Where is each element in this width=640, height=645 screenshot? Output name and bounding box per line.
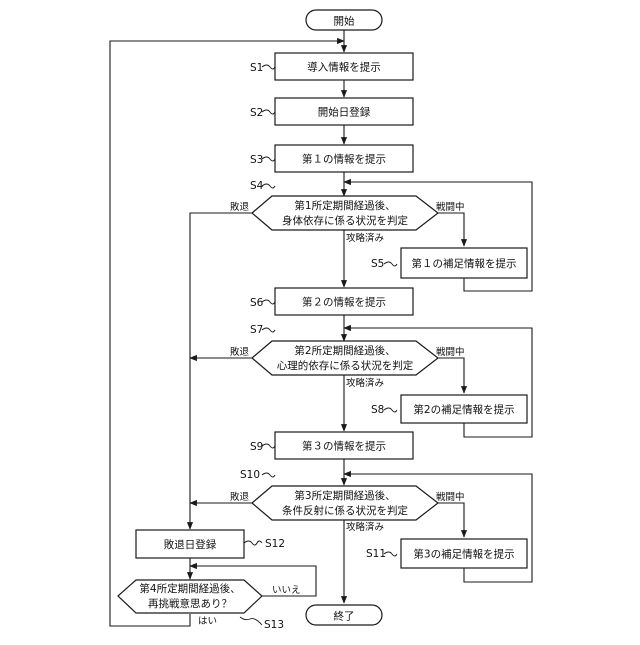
step-s12: 敗退日登録 S12 — [136, 530, 285, 558]
s1-text: 導入情報を提示 — [307, 61, 381, 74]
s7-in-battle-label: 戦闘中 — [436, 346, 465, 358]
s12-leader — [244, 541, 262, 545]
s3-leader — [262, 157, 275, 161]
connector-s7-s8 — [438, 358, 464, 393]
s7-text-line2: 心理的依存に係る状況を判定 — [277, 359, 414, 372]
s6-leader — [262, 300, 275, 304]
s10-captured-label: 攻略済み — [346, 521, 384, 533]
s13-label: S13 — [264, 619, 284, 631]
s4-label: S4 — [250, 180, 264, 192]
end-label: 終了 — [334, 610, 355, 623]
s12-text: 敗退日登録 — [164, 538, 217, 551]
s8-leader — [384, 408, 397, 412]
s7-label: S7 — [250, 324, 263, 336]
end-terminal: 終了 — [306, 605, 382, 625]
s4-text-line2: 身体依存に係る状況を判定 — [282, 214, 408, 227]
step-s1: 導入情報を提示 S1 — [250, 53, 413, 80]
step-s5: 第１の補足情報を提示 S5 — [371, 248, 527, 278]
s4-leader — [262, 184, 275, 188]
s2-label: S2 — [250, 107, 263, 119]
step-s6: 第２の情報を提示 S6 — [250, 288, 413, 315]
s9-text: 第３の情報を提示 — [302, 440, 386, 453]
step-s11: 第3の補足情報を提示 S11 — [366, 539, 527, 568]
s7-text-line1: 第2所定期間経過後、 — [294, 344, 395, 357]
s5-leader — [384, 262, 397, 266]
step-s8: 第2の補足情報を提示 S8 — [371, 395, 527, 423]
start-terminal: 開始 — [306, 10, 382, 30]
step-s3: 第１の情報を提示 S3 — [250, 145, 413, 172]
s10-leader — [262, 473, 275, 477]
s6-label: S6 — [250, 297, 264, 309]
decision-s4: 第1所定期間経過後、 身体依存に係る状況を判定 S4 敗退 戦闘中 攻略済み — [230, 180, 465, 244]
s12-label: S12 — [265, 538, 285, 550]
s13-leader — [240, 617, 262, 625]
s8-text: 第2の補足情報を提示 — [413, 403, 514, 416]
s4-in-battle-label: 戦闘中 — [436, 201, 465, 213]
s10-label: S10 — [240, 469, 260, 481]
connector-s10-s11 — [438, 503, 464, 537]
s11-text: 第3の補足情報を提示 — [413, 548, 514, 561]
s10-text-line2: 条件反射に係る状況を判定 — [282, 504, 408, 517]
s3-text: 第１の情報を提示 — [302, 153, 386, 166]
s4-defeat-label: 敗退 — [230, 201, 250, 213]
step-s2: 開始日登録 S2 — [250, 98, 413, 125]
s7-captured-label: 攻略済み — [346, 377, 384, 389]
s9-label: S9 — [250, 441, 263, 453]
s2-leader — [262, 110, 275, 114]
s1-leader — [262, 65, 275, 69]
s11-label: S11 — [366, 548, 386, 560]
s7-leader — [262, 328, 275, 332]
start-label: 開始 — [334, 15, 355, 28]
s4-captured-label: 攻略済み — [346, 232, 384, 244]
s13-no-label: いいえ — [272, 585, 301, 596]
s4-text-line1: 第1所定期間経過後、 — [294, 199, 395, 212]
s6-text: 第２の情報を提示 — [302, 296, 386, 309]
s9-leader — [262, 444, 275, 448]
connector-s4-defeat — [190, 213, 252, 529]
decision-s13: 第4所定期間経過後、 再挑戦意思あり？ S13 いいえ はい — [118, 580, 301, 631]
s1-label: S1 — [250, 62, 263, 74]
connector-s4-s5 — [438, 213, 464, 246]
s13-text-line2: 再挑戦意思あり？ — [148, 597, 232, 610]
decision-s10: 第3所定期間経過後、 条件反射に係る状況を判定 S10 敗退 戦闘中 攻略済み — [230, 469, 465, 533]
s10-in-battle-label: 戦闘中 — [436, 491, 465, 503]
s10-text-line1: 第3所定期間経過後、 — [294, 489, 395, 502]
s3-label: S3 — [250, 154, 263, 166]
s7-defeat-label: 敗退 — [230, 346, 250, 358]
s5-text: 第１の補足情報を提示 — [412, 257, 517, 270]
s10-defeat-label: 敗退 — [230, 491, 250, 503]
s2-text: 開始日登録 — [318, 106, 371, 119]
s8-label: S8 — [371, 404, 384, 416]
step-s9: 第３の情報を提示 S9 — [250, 432, 413, 459]
s13-yes-label: はい — [198, 616, 217, 627]
s5-label: S5 — [371, 258, 384, 270]
decision-s7: 第2所定期間経過後、 心理的依存に係る状況を判定 S7 敗退 戦闘中 攻略済み — [230, 324, 465, 389]
s13-text-line1: 第4所定期間経過後、 — [139, 582, 240, 595]
